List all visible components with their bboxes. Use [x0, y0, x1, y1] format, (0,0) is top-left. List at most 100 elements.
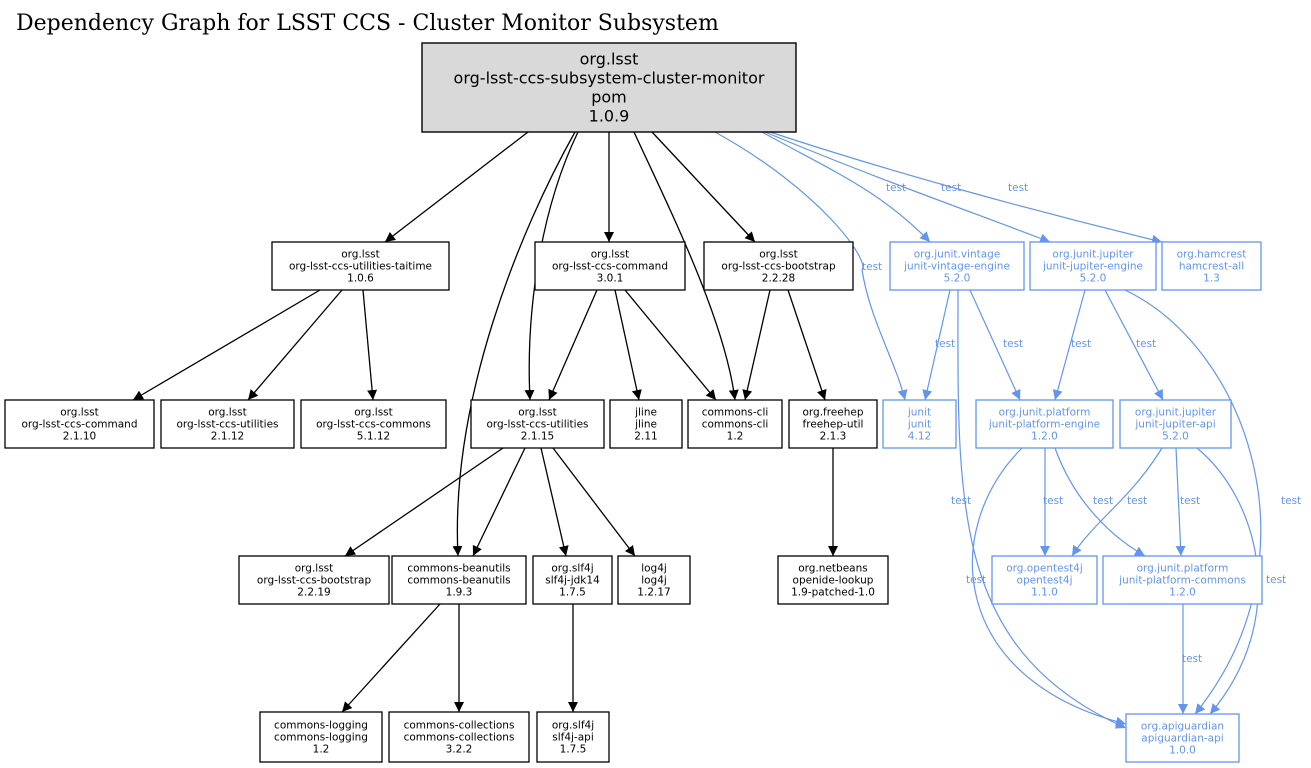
node-box [532, 555, 613, 605]
node-version: 1.2.0 [1169, 587, 1196, 599]
node-group-id: org.lsst [518, 407, 557, 419]
node-version: 1.0.9 [589, 107, 630, 126]
node-box [421, 42, 797, 133]
node-artifact-id: junit-jupiter-api [1134, 419, 1215, 431]
node-version: 1.2 [727, 431, 744, 443]
node-group-id: org.junit.platform [999, 407, 1091, 419]
dependency-edge-utilities2115-to-slf4jjdk14 [540, 447, 569, 557]
node-box [238, 555, 390, 605]
node-type: pom [591, 88, 627, 107]
node-version: 3.2.2 [446, 744, 473, 756]
nodes-layer: org.lsstorg-lsst-ccs-subsystem-cluster-m… [4, 42, 1263, 763]
node-version: 5.1.12 [357, 431, 390, 443]
node-box [160, 399, 295, 449]
edge-scope-label: test [1266, 574, 1286, 586]
node-group-id: junit [907, 407, 931, 419]
dependency-edge-platformengine-to-apiguardian [971, 447, 1127, 727]
dependency-edge-jupiterapi-to-platformcommons [1175, 447, 1186, 557]
node-group-id: org.lsst [580, 50, 639, 69]
edge-scope-label: test [1043, 495, 1063, 507]
node-artifact-id: commons-cli [702, 419, 769, 431]
node-group-id: org.slf4j [551, 563, 593, 575]
dependency-edge-taitime-to-commons5112 [362, 289, 378, 401]
node-box [975, 399, 1114, 449]
node-group-id: org.lsst [341, 249, 380, 261]
node-group-id: org.apiguardian [1141, 721, 1224, 733]
node-box [788, 399, 878, 449]
node-version: 2.1.12 [211, 431, 244, 443]
node-box [687, 399, 783, 449]
node-version: 1.0.0 [1169, 745, 1196, 757]
node-box [882, 399, 957, 449]
node-artifact-id: openide-lookup [793, 575, 874, 587]
node-box [1119, 399, 1232, 449]
node-version: 1.7.5 [559, 587, 586, 599]
dependency-node-platformcommons: org.junit.platformjunit-platform-commons… [1102, 555, 1263, 605]
dependency-edge-vintage-to-apiguardian [957, 289, 1127, 729]
node-group-id: commons-logging [274, 720, 368, 732]
edge-scope-label: test [862, 261, 882, 273]
node-group-id: org.junit.vintage [914, 249, 1001, 261]
node-version: 2.11 [634, 431, 657, 443]
dependency-edge-utilities2115-to-bootstrap2219 [344, 447, 504, 557]
node-group-id: org.lsst [60, 407, 99, 419]
edge-scope-label: test [1180, 495, 1200, 507]
node-artifact-id: commons-collections [404, 732, 515, 744]
node-version: 1.3 [1203, 273, 1220, 285]
node-box [4, 399, 155, 449]
node-artifact-id: junit-platform-commons [1118, 575, 1246, 587]
node-artifact-id: junit [907, 419, 931, 431]
node-box [991, 555, 1098, 605]
dependency-edge-root-to-taitime [384, 131, 529, 243]
node-group-id: org.hamcrest [1177, 249, 1247, 261]
node-box [1161, 241, 1262, 291]
dependency-edge-jupiterengine-to-jupiterapi [1104, 289, 1164, 401]
dependency-node-root: org.lsstorg-lsst-ccs-subsystem-cluster-m… [421, 42, 797, 133]
node-version: 4.12 [908, 431, 931, 443]
node-box [617, 555, 691, 605]
node-group-id: org.lsst [208, 407, 247, 419]
node-box [703, 241, 854, 291]
node-box [889, 241, 1025, 291]
node-version: 2.2.28 [762, 273, 795, 285]
node-artifact-id: slf4j-jdk14 [545, 575, 600, 587]
node-version: 2.2.19 [297, 587, 330, 599]
node-group-id: org.opentest4j [1006, 563, 1083, 575]
node-box [534, 241, 686, 291]
dependency-edge-command301-to-jline [614, 289, 642, 401]
node-artifact-id: hamcrest-all [1179, 261, 1244, 273]
node-artifact-id: org-lsst-ccs-utilities [486, 419, 588, 431]
node-version: 5.2.0 [944, 273, 971, 285]
node-version: 2.1.10 [63, 431, 96, 443]
dependency-node-taitime: org.lsstorg-lsst-ccs-utilities-taitime1.… [271, 241, 450, 291]
edge-scope-label: test [886, 182, 906, 194]
node-artifact-id: apiguardian-api [1141, 733, 1223, 745]
dependency-edge-root-to-beanutils [452, 131, 576, 557]
node-artifact-id: freehep-util [803, 419, 864, 431]
node-artifact-id: slf4j-api [552, 732, 594, 744]
node-artifact-id: opentest4j [1017, 575, 1073, 587]
node-group-id: org.junit.jupiter [1135, 407, 1217, 419]
node-box [259, 711, 383, 763]
node-artifact-id: org-lsst-ccs-bootstrap [721, 261, 836, 273]
node-group-id: org.lsst [295, 563, 334, 575]
node-artifact-id: commons-beanutils [407, 575, 510, 587]
dependency-edge-vintage-to-platformengine [969, 289, 1021, 401]
node-group-id: org.slf4j [552, 720, 594, 732]
node-artifact-id: junit-platform-engine [988, 419, 1100, 431]
edge-scope-label: test [1093, 495, 1113, 507]
